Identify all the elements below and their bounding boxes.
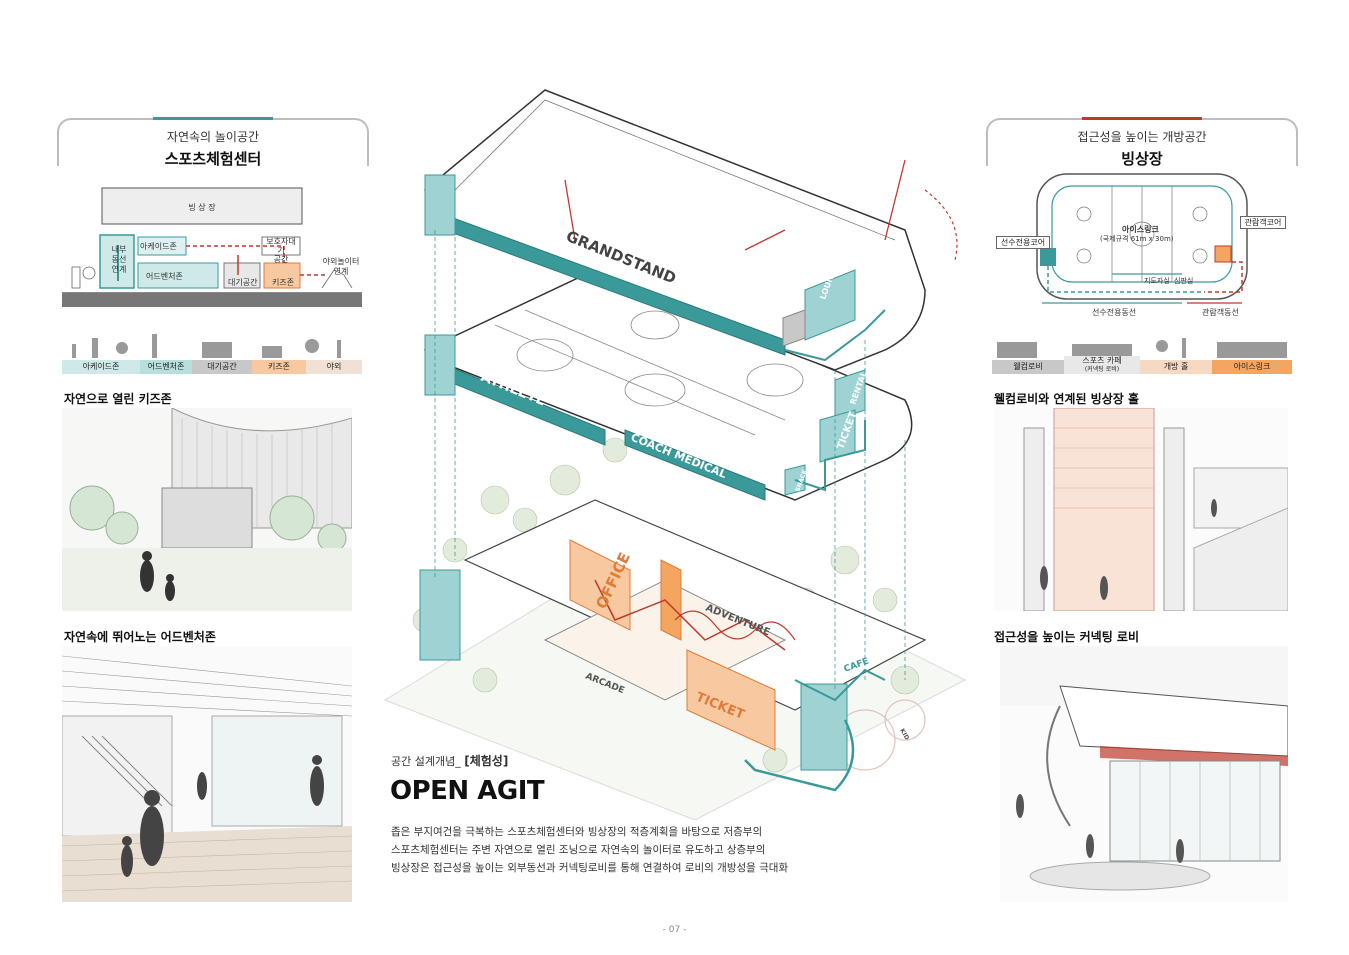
left-panel-subtitle: 자연속의 놀이공간 [166, 130, 260, 144]
right-silhouette-svg [997, 338, 1287, 358]
rink-size-label: (국제규격 61m x 30m) [1100, 235, 1174, 243]
concept-headline: OPEN AGIT [390, 776, 545, 806]
page-number: - 07 - [662, 925, 687, 935]
exploded-axonometric-diagram: GRANDSTAND LOUNGE ATHLETE COACH MEDICAL … [365, 80, 985, 821]
section-kids-label: 키즈존 [272, 278, 295, 287]
kids-zone-sketch [62, 408, 352, 611]
section-arcade-label: 아케이드존 [140, 242, 177, 251]
right-panel-subtitle: 접근성을 높이는 개방공간 [1077, 130, 1207, 144]
rink-label: 아이스링크 [1122, 225, 1159, 234]
lower-floor [419, 499, 927, 792]
right-caption-connecting-lobby: 접근성을 높이는 커넥팅 로비 [994, 630, 1140, 644]
connecting-lobby-sketch [1000, 646, 1288, 902]
adventure-zone-illustration [62, 646, 352, 902]
left-zone-outdoor: 야외 [306, 360, 362, 374]
left-panel-header: 자연속의 놀이공간 스포츠체험센터 [57, 117, 369, 168]
right-header-accent [1082, 117, 1202, 120]
connecting-lobby-label: (커넥팅 로비) [1084, 366, 1120, 373]
section-outdoor-label: 야외놀이터 연계 [322, 257, 360, 276]
grandstand-floor [424, 89, 958, 371]
left-caption-kids-zone: 자연으로 열린 키즈존 [64, 392, 172, 406]
referee-room-label: 심판실 [1174, 277, 1194, 285]
player-route-label: 선수전용동선 [1092, 308, 1137, 317]
left-silhouette-svg [72, 334, 341, 358]
concept-kicker-bold: [체험성] [464, 754, 509, 768]
right-panel-header: 접근성을 높이는 개방공간 빙상장 [986, 117, 1298, 168]
concept-kicker-text: 공간 설계개념_ [391, 755, 461, 768]
right-zone-silhouette [992, 330, 1292, 358]
right-zone-welcome-lobby: 웰컴로비 [992, 360, 1064, 374]
section-adventure-label: 어드벤처존 [146, 272, 183, 281]
section-guardian-label: 보호자대기 공간 [266, 237, 296, 264]
rink-plan-svg [1036, 173, 1248, 304]
ice-rink-plan: 아이스링크 (국제규격 61m x 30m) 선수전용코어 관람객코어 지도자실… [992, 172, 1292, 320]
section-waiting-label: 대기공간 [228, 278, 258, 287]
concept-line-2: 스포츠체험센터는 주변 자연으로 열린 조닝으로 자연속의 놀이터로 유도하고 … [391, 844, 766, 856]
section-diagram-svg: 빙 상 장 [62, 187, 362, 307]
left-zone-waiting: 대기공간 [192, 360, 252, 374]
kids-zone-illustration [62, 408, 352, 611]
right-zone-ice-rink: 아이스링크 [1212, 360, 1292, 374]
concept-kicker: 공간 설계개념_ [체험성] [391, 752, 508, 769]
right-zone-sports-cafe: 스포츠 카페 (커넥팅 로비) [1064, 356, 1140, 374]
player-core-tag: 선수전용코어 [996, 236, 1050, 249]
section-top-room: 빙 상 장 [188, 202, 216, 212]
vertical-guides [434, 230, 906, 690]
axonometric-svg: GRANDSTAND LOUNGE ATHLETE COACH MEDICAL … [383, 89, 967, 821]
coach-room-label: 지도자실 [1144, 277, 1170, 285]
section-inner-flow-label: 내부 동선 연계 [111, 245, 127, 274]
adventure-zone-sketch [62, 646, 352, 902]
right-zone-open-hall: 개방 홀 [1140, 360, 1212, 374]
rink-floor [423, 269, 913, 501]
rink-hall-illustration [994, 408, 1288, 611]
sports-center-section-diagram: 빙 상 장 내부 동선 연계 아케이드존 어드벤처존 대기공간 키즈존 보호자대… [62, 185, 367, 310]
spectator-core-tag: 관람객코어 [1240, 216, 1286, 229]
sports-cafe-label: 스포츠 카페 [1082, 356, 1122, 365]
left-zone-adventure: 어드벤처존 [140, 360, 192, 374]
rink-hall-sketch [994, 408, 1288, 611]
left-header-accent [153, 117, 273, 120]
connecting-lobby-illustration [1000, 646, 1288, 902]
concept-line-1: 좁은 부지여건을 극복하는 스포츠체험센터와 빙상장의 적층계획을 바탕으로 저… [391, 826, 763, 838]
left-caption-adventure-zone: 자연속에 뛰어노는 어드벤처존 [64, 630, 216, 644]
left-zone-arcade: 아케이드존 [62, 360, 140, 374]
left-panel-title: 스포츠체험센터 [164, 150, 262, 168]
right-panel-title: 빙상장 [1121, 150, 1163, 168]
left-zone-silhouette [62, 330, 362, 358]
right-caption-rink-hall: 웰컴로비와 연계된 빙상장 홀 [994, 392, 1140, 406]
left-zone-kids: 키즈존 [252, 360, 306, 374]
spectator-route-label: 관람객동선 [1202, 308, 1239, 317]
concept-line-3: 빙상장은 접근성을 높이는 외부동선과 커넥팅로비를 통해 연결하여 로비의 개… [391, 862, 789, 874]
